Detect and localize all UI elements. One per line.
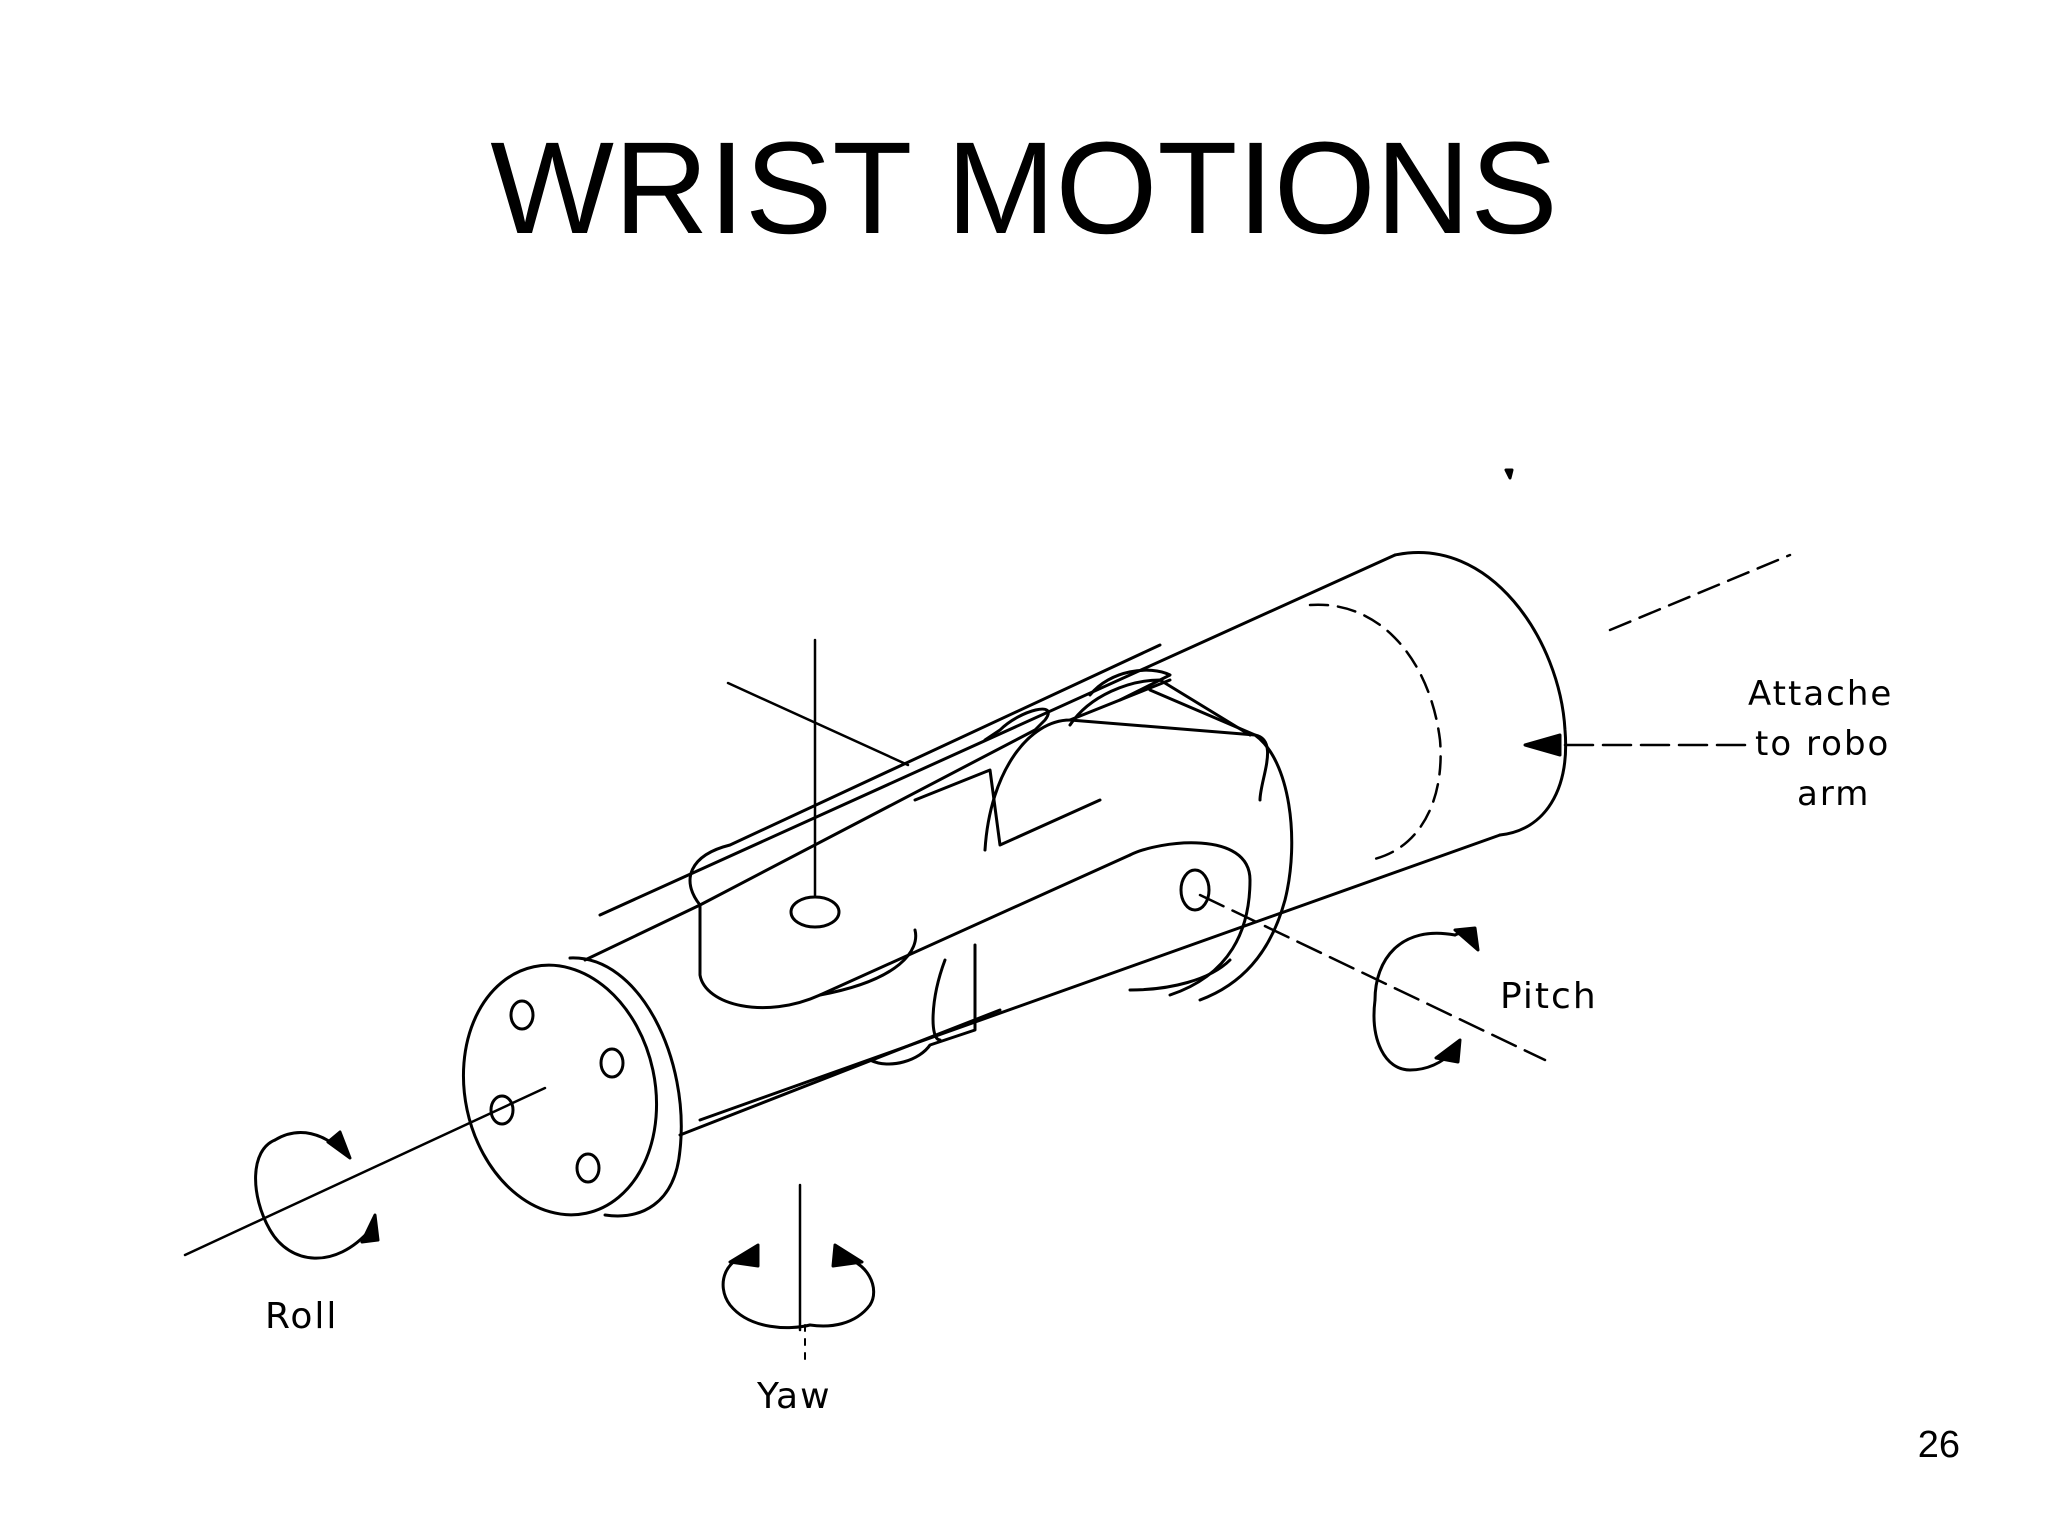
arm-axis — [1504, 468, 1792, 757]
pitch-link-upper — [1068, 718, 1270, 802]
flange-bolt-hole-4 — [575, 1152, 601, 1184]
pitch-arrowhead-upper — [1453, 926, 1480, 952]
attach-label-line-3: arm — [1797, 774, 1870, 814]
pitch-axis-line — [1198, 893, 1547, 1062]
roll-axis — [183, 1086, 547, 1257]
roll-axis-line — [183, 1086, 547, 1257]
wrist-shaft-bottom-edge — [678, 1008, 1002, 1137]
arm-cylinder-top-edge — [598, 553, 1397, 917]
pitch-axis — [1198, 893, 1547, 1062]
roll-arrowhead-lower — [360, 1213, 380, 1244]
attach-label-line-2: to robo — [1755, 724, 1890, 764]
yaw-link-lower-bar — [698, 853, 1132, 1010]
yaw-arrow-right-arc — [808, 1253, 876, 1328]
roll-arrow-upper-arc — [254, 1138, 277, 1232]
yaw-axis — [726, 638, 910, 1366]
slide-title: WRIST MOTIONS — [490, 114, 1558, 261]
pitch-pivot-hole — [1179, 868, 1211, 912]
roll-rotation-arrow — [254, 1130, 380, 1260]
attach-arrowhead — [1523, 733, 1562, 757]
pitch-link-yoke — [1148, 688, 1294, 1002]
pitch-arrow-upper-arc — [1373, 931, 1457, 1002]
pitch-arrowhead-lower — [1434, 1038, 1462, 1064]
reference-diagonal-line — [726, 681, 910, 767]
tool-flange-rim — [568, 956, 683, 1218]
attach-label-line-1: Attache — [1748, 674, 1893, 714]
roll-arrow-lower-arc — [268, 1228, 372, 1260]
yaw-pivot-hole — [789, 895, 841, 929]
pitch-lower-arc — [1128, 958, 1232, 992]
tick-mark — [1504, 468, 1514, 480]
arm-cylinder-hidden-rim — [1308, 603, 1442, 862]
arm-cylinder — [598, 551, 1568, 1122]
pitch-rotation-arrow — [1372, 926, 1480, 1072]
arm-cylinder-bottom-edge — [698, 833, 1502, 1122]
arm-axis-dashed-line — [1608, 553, 1792, 632]
tool-flange — [461, 956, 683, 1218]
wrist-shaft — [583, 903, 1002, 1137]
yaw-link-upper-bar — [688, 643, 1162, 907]
yaw-arrow-left-arc — [721, 1253, 812, 1330]
yaw-arrowhead-left — [728, 1243, 760, 1268]
flange-bolt-hole-1 — [509, 999, 535, 1031]
yaw-clevis-outline — [698, 707, 1050, 907]
pitch-label: Pitch — [1500, 976, 1598, 1017]
yaw-fork-lower-inner — [931, 958, 947, 1042]
yaw-label: Yaw — [756, 1376, 832, 1417]
pitch-knuckle-disk — [983, 678, 1172, 852]
yaw-rotation-arrow — [721, 1243, 876, 1330]
flange-bolt-hole-3 — [489, 1094, 515, 1126]
yaw-clevis — [688, 643, 1162, 1066]
yaw-arrowhead-right — [831, 1243, 864, 1268]
wrist-shaft-top-edge — [583, 903, 702, 962]
pitch-knuckle — [983, 668, 1294, 1002]
tool-flange-face — [461, 963, 659, 1217]
slide-page-number: 26 — [1917, 1424, 1960, 1466]
arm-cylinder-end-cap — [1393, 551, 1568, 837]
flange-bolt-hole-2 — [599, 1047, 625, 1079]
yaw-slot — [913, 768, 1102, 847]
yaw-link-end — [818, 928, 918, 997]
roll-arrowhead-upper — [326, 1130, 352, 1160]
pitch-upper-cover — [1088, 668, 1172, 702]
roll-label: Roll — [265, 1296, 338, 1337]
yaw-fork-lower-arm — [868, 943, 977, 1066]
pitch-knuckle-body — [1128, 841, 1252, 997]
